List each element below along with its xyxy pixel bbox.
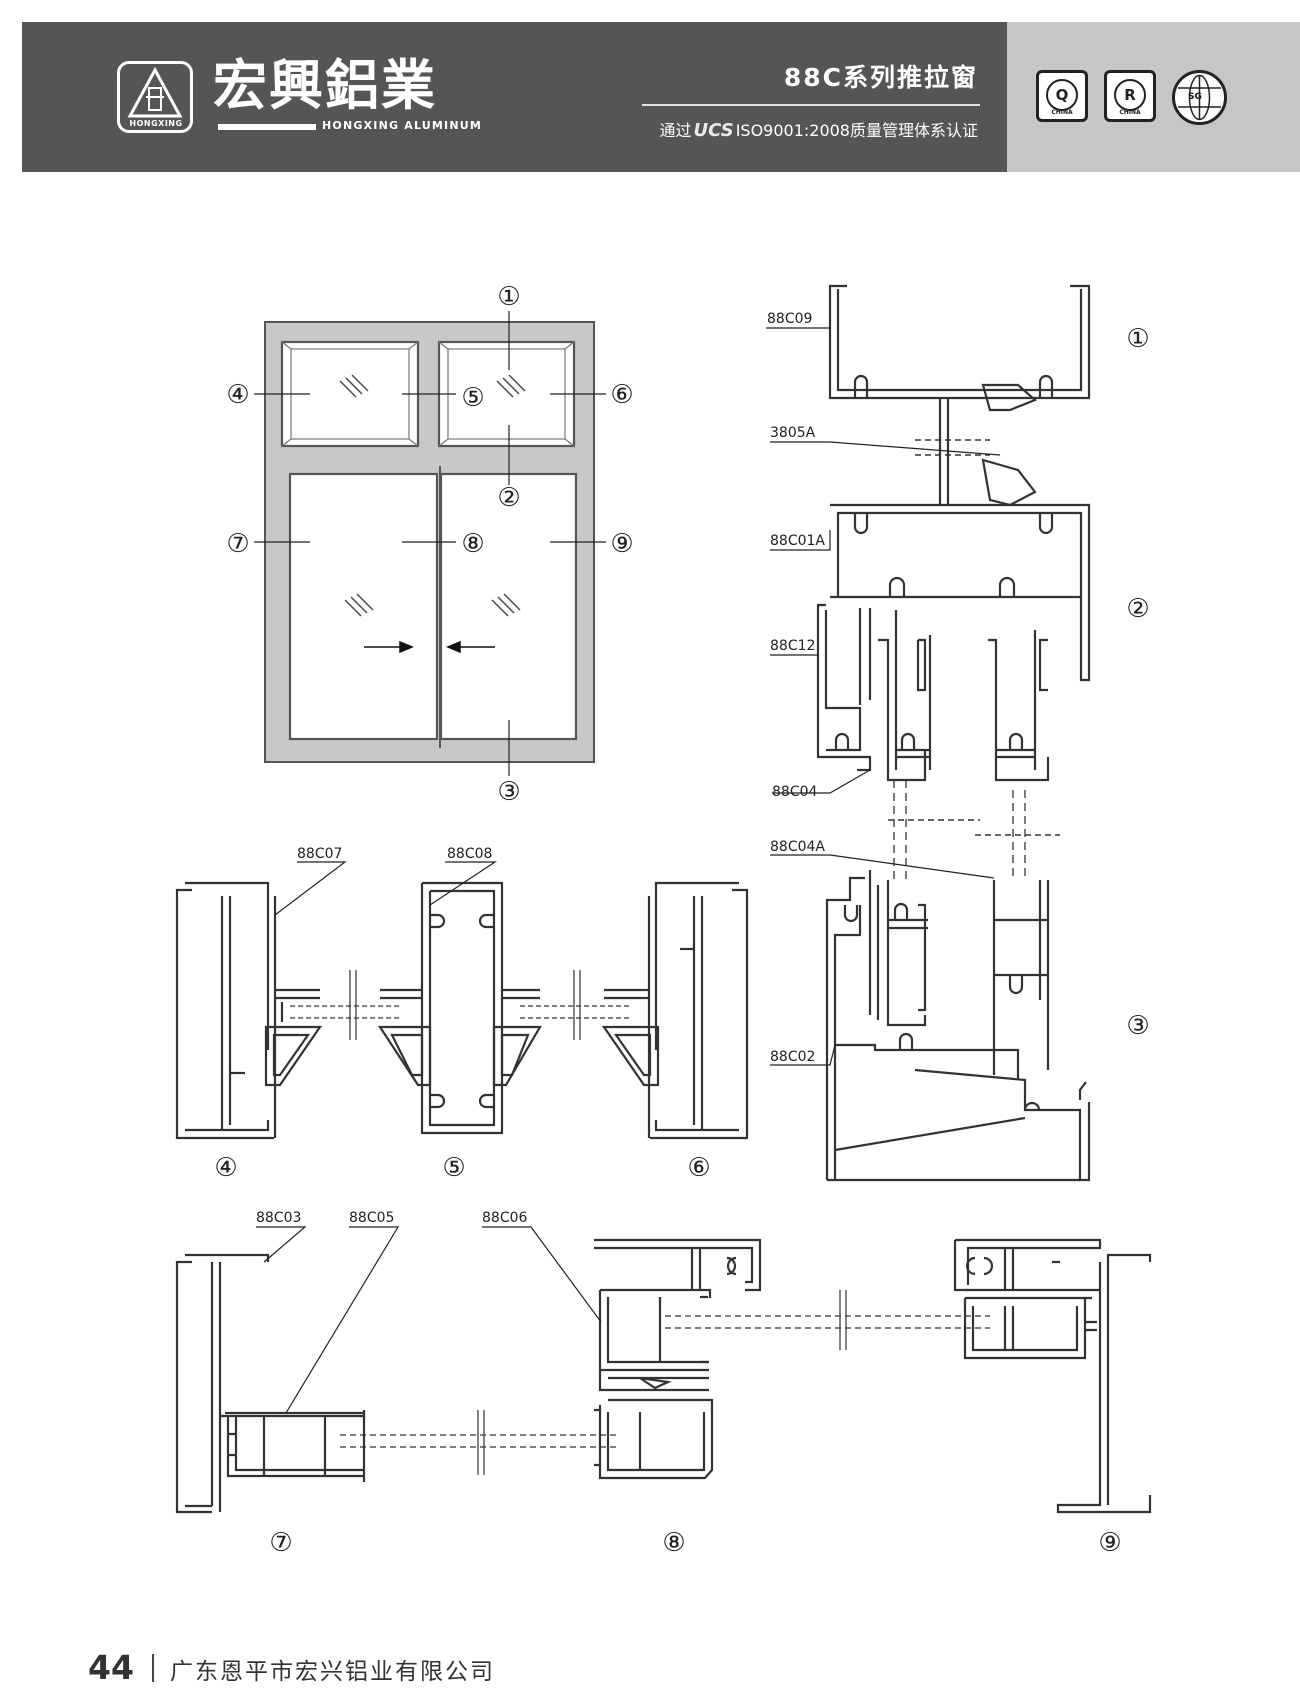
r-china-badge-icon: R CHINA <box>1104 70 1156 122</box>
q-badge-letter: Q <box>1046 79 1078 111</box>
cert-suffix: ISO9001:2008质量管理体系认证 <box>735 121 978 140</box>
label-88c07: 88C07 <box>297 846 342 862</box>
elev-callout-4: ④ <box>226 380 249 410</box>
header-bar <box>22 22 1007 172</box>
ucs-mark: UCS <box>693 120 734 141</box>
page-number: 44 <box>88 1648 134 1687</box>
logo-triangle-icon <box>127 66 183 118</box>
brand-underline <box>218 124 316 130</box>
elev-callout-7: ⑦ <box>226 529 249 559</box>
elev-callout-9: ⑨ <box>610 529 633 559</box>
elev-callout-5: ⑤ <box>461 383 484 413</box>
section-marker-7: ⑦ <box>269 1528 292 1558</box>
r-badge-letter: R <box>1114 79 1146 111</box>
globe-certification-icon <box>1172 70 1227 125</box>
elev-callout-6: ⑥ <box>610 380 633 410</box>
horizontal-section-4-5-6 <box>175 881 749 1140</box>
section-marker-3: ③ <box>1126 1011 1149 1041</box>
label-88c08: 88C08 <box>447 846 492 862</box>
q-badge-sub: CHINA <box>1051 109 1073 116</box>
section-marker-5: ⑤ <box>442 1153 465 1183</box>
label-88c04a: 88C04A <box>770 839 825 855</box>
label-88c01a: 88C01A <box>770 533 825 549</box>
company-name: 广东恩平市宏兴铝业有限公司 <box>170 1659 495 1685</box>
globe-label: SG <box>1188 92 1202 102</box>
label-88c12: 88C12 <box>770 638 815 654</box>
elev-callout-1: ① <box>497 282 520 312</box>
label-88c06: 88C06 <box>482 1210 527 1226</box>
header-divider <box>642 104 980 106</box>
label-88c03: 88C03 <box>256 1210 301 1226</box>
brand-name-cn: 宏興鋁業 <box>213 54 437 117</box>
company-logo <box>117 61 193 133</box>
series-title: 88C系列推拉窗 <box>783 63 978 92</box>
elev-callout-8: ⑧ <box>461 529 484 559</box>
footer-divider <box>152 1654 154 1682</box>
section-marker-9: ⑨ <box>1098 1528 1121 1558</box>
section-marker-8: ⑧ <box>662 1528 685 1558</box>
elev-callout-2: ② <box>497 483 520 513</box>
profile-leaders <box>256 327 1001 1414</box>
elev-callout-3: ③ <box>497 777 520 807</box>
section-marker-2: ② <box>1126 594 1149 624</box>
q-china-badge-icon: Q CHINA <box>1036 70 1088 122</box>
cert-prefix: 通过 <box>659 121 692 140</box>
section-markers: ① ② ③ ④ ⑤ ⑥ ⑦ ⑧ ⑨ <box>214 324 1149 1558</box>
section-marker-6: ⑥ <box>687 1153 710 1183</box>
window-elevation <box>254 311 606 776</box>
elevation-callouts: ① ② ③ ④ ⑤ ⑥ ⑦ ⑧ ⑨ <box>226 282 633 807</box>
label-3805a: 3805A <box>770 425 816 441</box>
label-88c02: 88C02 <box>770 1049 815 1065</box>
label-88c05: 88C05 <box>349 1210 394 1226</box>
label-88c04: 88C04 <box>772 784 817 800</box>
brand-name-en: HONGXING ALUMINUM <box>322 119 483 132</box>
horizontal-section-7-8-9 <box>175 1238 1152 1514</box>
vertical-section <box>816 284 1091 1182</box>
label-88c09: 88C09 <box>767 311 812 327</box>
section-marker-1: ① <box>1126 324 1149 354</box>
profile-labels: 88C09 3805A 88C01A 88C12 88C04 88C04A 88… <box>256 311 825 1226</box>
logo-text: HONGXING <box>129 119 183 128</box>
r-badge-sub: CHINA <box>1119 109 1141 116</box>
section-marker-4: ④ <box>214 1153 237 1183</box>
